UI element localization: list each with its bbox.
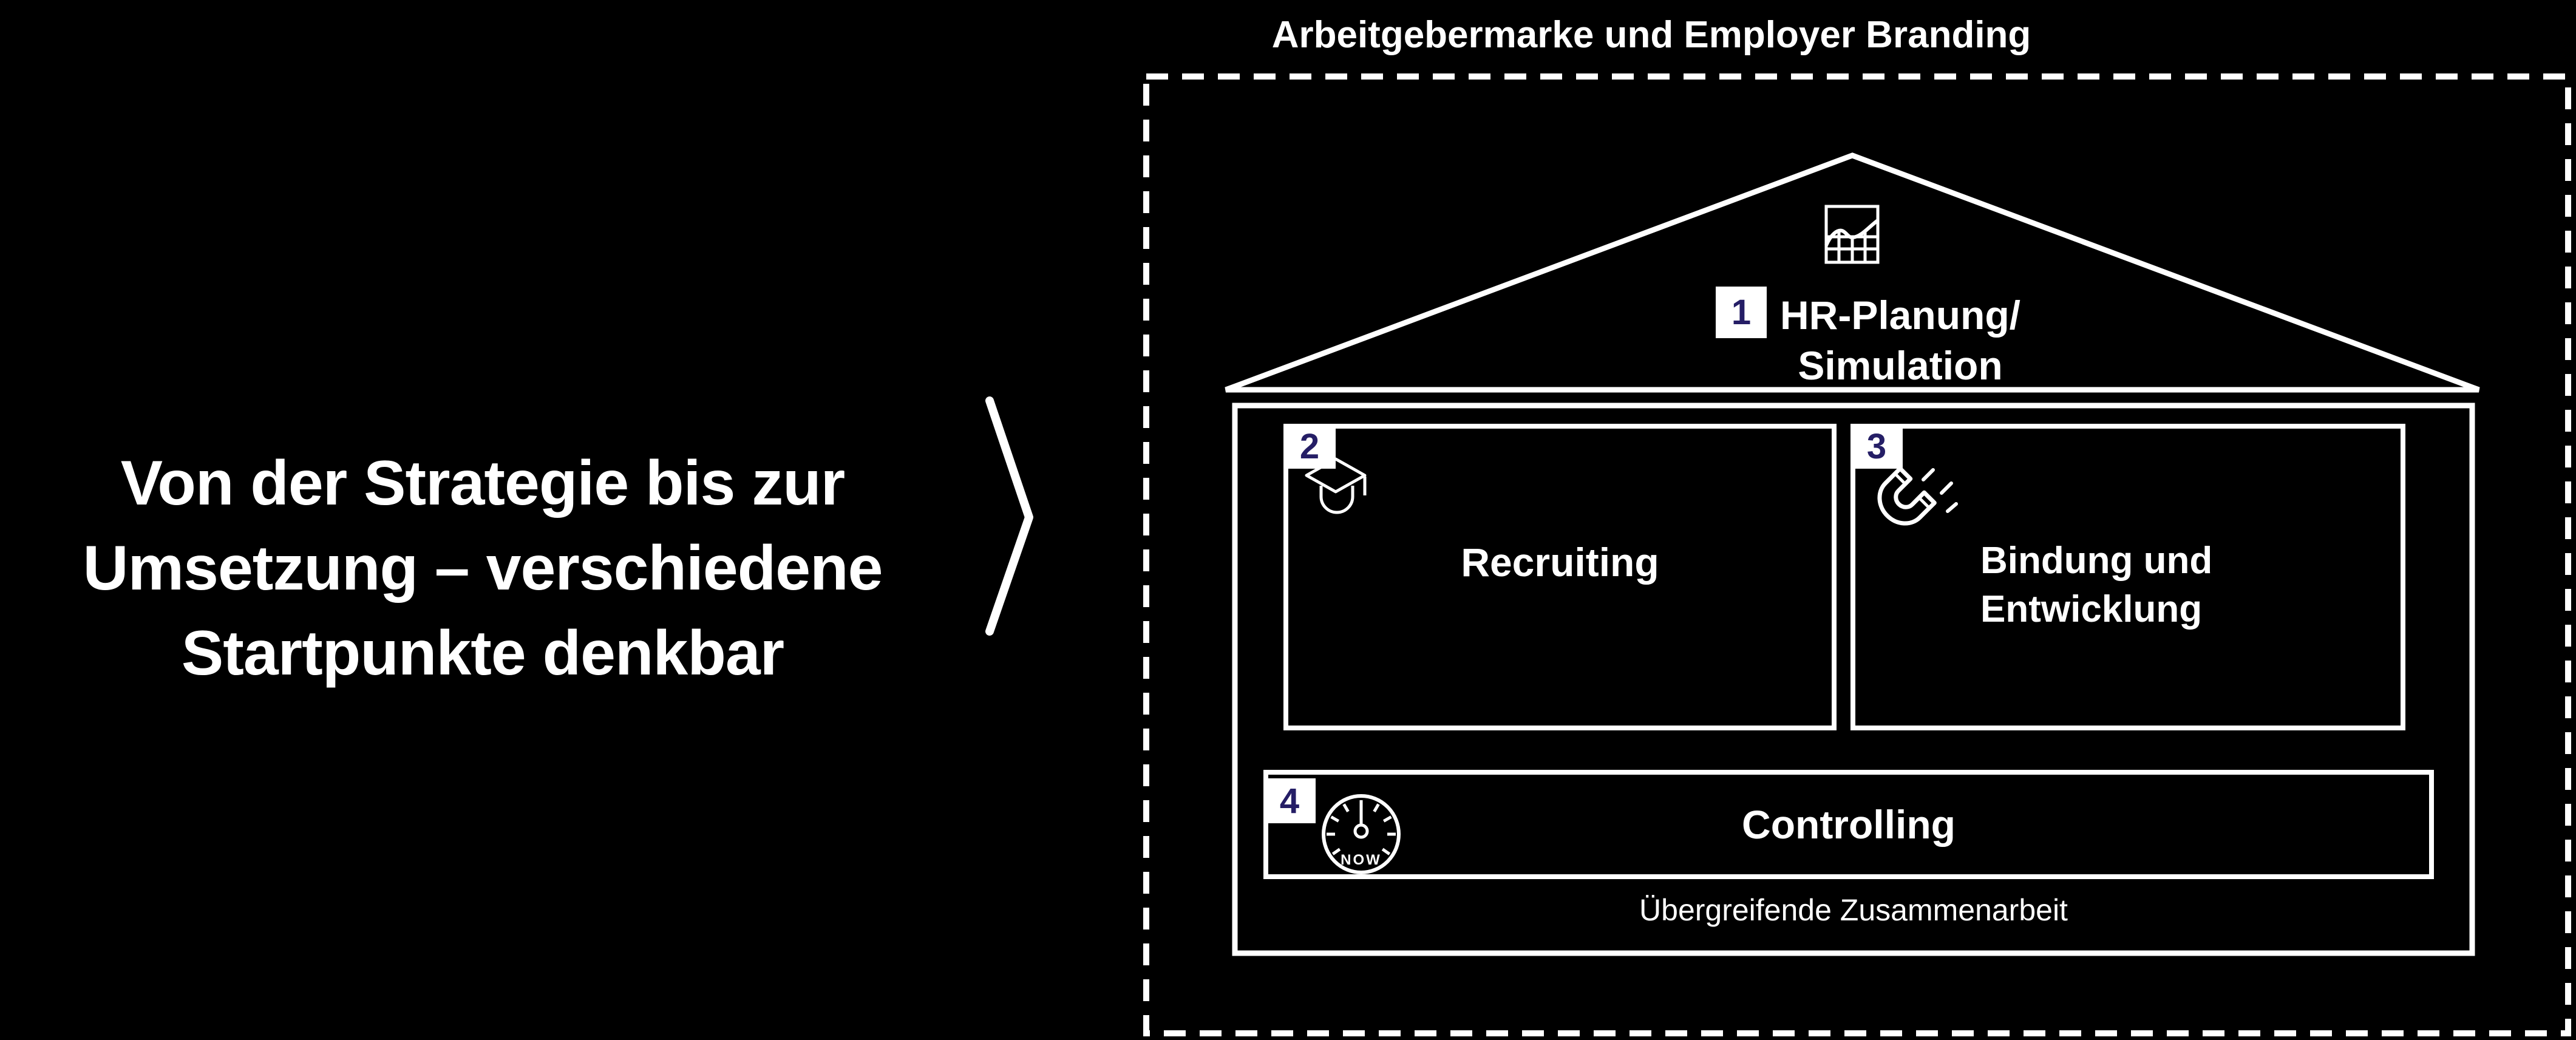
gauge-label: NOW xyxy=(1341,852,1382,868)
frame-title: Arbeitgebermarke und Employer Branding xyxy=(1271,14,2031,56)
badge-controlling: 4 xyxy=(1263,778,1316,823)
gauge-ticks xyxy=(1327,803,1396,855)
room-recruiting-box xyxy=(1283,424,1837,730)
dashed-frame-border xyxy=(1143,73,2571,1036)
room-bindung-label-line-1: Bindung und xyxy=(1980,540,2213,582)
headline-line-3: Startpunkte denkbar xyxy=(181,618,784,688)
magnet-icon xyxy=(1877,466,1958,526)
room-bindung-label: Bindung und Entwicklung xyxy=(1980,537,2381,634)
roof-label-line-2: Simulation xyxy=(1798,343,2003,388)
house-roof-outline xyxy=(1225,152,2480,393)
badge-bindung: 3 xyxy=(1850,424,1903,469)
graduation-cap-icon xyxy=(1305,457,1367,514)
room-recruiting-label: Recruiting xyxy=(1461,540,1659,585)
house-footer-label: Übergreifende Zusammenarbeit xyxy=(1639,893,2068,927)
roof-label: HR-Planung/ Simulation xyxy=(1779,290,2022,391)
headline: Von der Strategie bis zur Umsetzung – ve… xyxy=(0,441,965,696)
headline-line-1: Von der Strategie bis zur xyxy=(120,448,845,518)
roof-label-line-1: HR-Planung/ xyxy=(1780,293,2020,338)
headline-line-2: Umsetzung – verschiedene xyxy=(83,533,883,603)
controlling-label: Controlling xyxy=(1742,802,1956,847)
room-bindung-box xyxy=(1850,424,2405,730)
chart-growth-icon xyxy=(1824,205,1880,264)
controlling-bar-box xyxy=(1263,770,2434,879)
house-body-outline xyxy=(1232,403,2475,956)
room-bindung-label-line-2: Entwicklung xyxy=(1980,588,2203,630)
chevron-right-icon xyxy=(985,396,1033,636)
badge-hr-planung: 1 xyxy=(1716,287,1767,338)
badge-recruiting: 2 xyxy=(1283,424,1336,469)
gauge-icon: NOW xyxy=(1322,794,1401,874)
